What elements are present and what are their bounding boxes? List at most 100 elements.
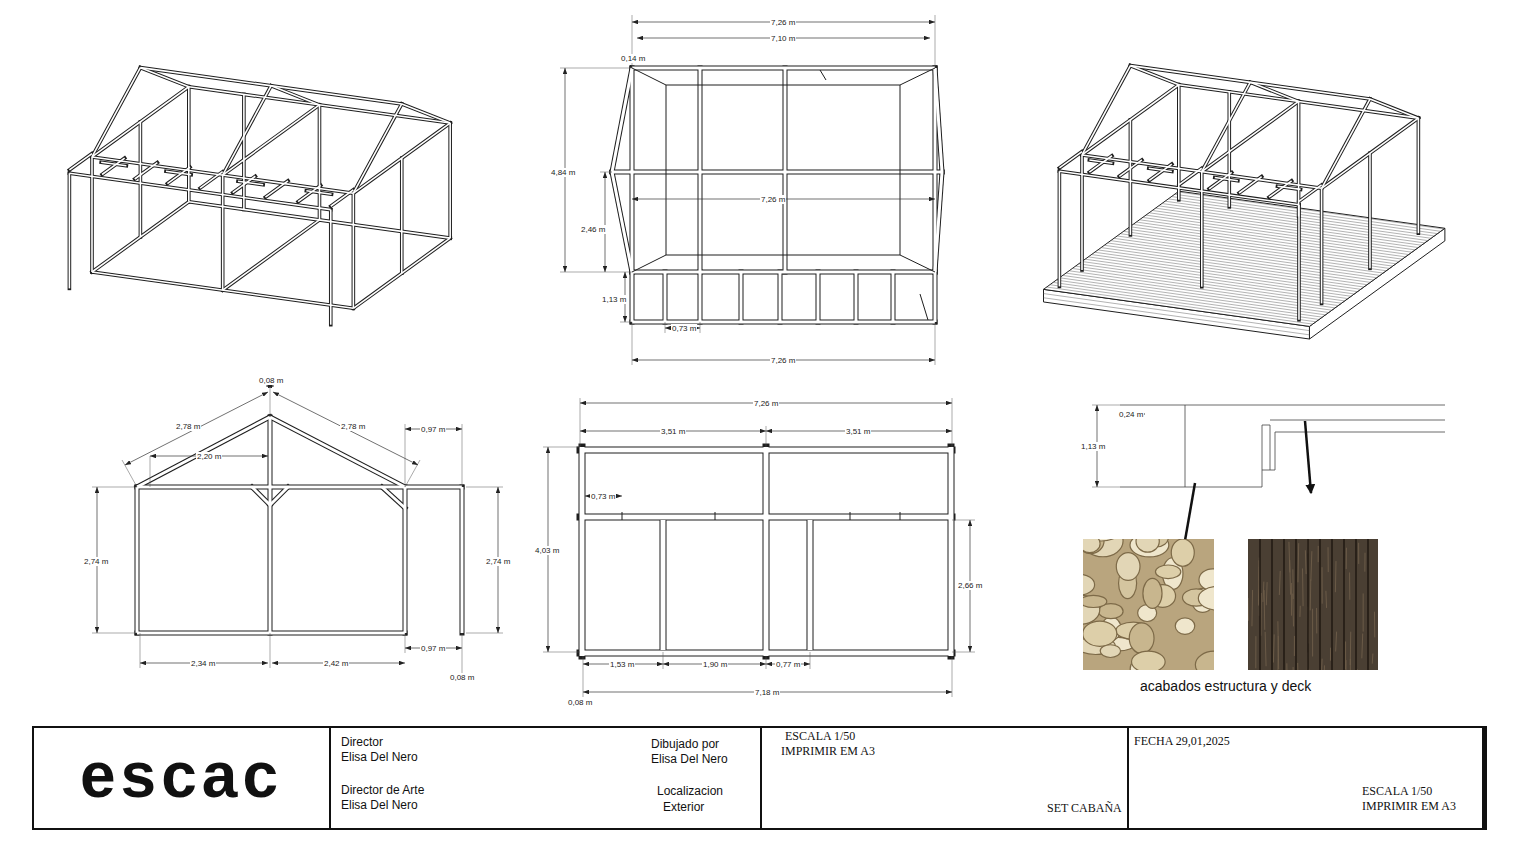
side-stud-line	[715, 512, 716, 520]
dimension-line	[266, 386, 274, 387]
beam-core	[319, 105, 321, 220]
beam-core	[1178, 85, 1180, 200]
deck-plank	[1149, 213, 1415, 250]
wood-grain	[1255, 636, 1256, 668]
beam-core	[631, 68, 634, 272]
wood-grain	[1346, 548, 1347, 569]
beam-edge	[352, 193, 356, 308]
scale-cell: ESCALA 1/50IMPRIMIR EM A3SET CABAÑA	[760, 726, 1129, 830]
beam-core	[188, 87, 190, 202]
extension-line	[952, 398, 953, 447]
beam-core	[1215, 177, 1238, 180]
beam-core	[1228, 92, 1230, 207]
extension-line	[952, 520, 975, 521]
beam-edge	[448, 123, 452, 238]
wood-grain	[1277, 621, 1279, 669]
deck-plank	[1120, 234, 1386, 271]
plan-detail-line	[920, 294, 928, 320]
beam-edge	[238, 181, 263, 185]
wood-grain	[1311, 551, 1312, 580]
wood-grain	[1361, 634, 1363, 659]
extension-line	[270, 388, 271, 417]
beam-core	[661, 520, 666, 650]
beam-edge	[612, 68, 632, 172]
dimension-label: 0,08 m	[567, 698, 593, 707]
wood-grain	[1273, 634, 1275, 662]
wood-grain	[1316, 608, 1317, 633]
beam-core	[580, 447, 585, 656]
deck-plank	[1053, 282, 1319, 319]
dimension-label: 7,26 m	[760, 195, 786, 204]
wood-grain	[1335, 632, 1337, 652]
beam-core	[269, 417, 272, 633]
beam-core	[298, 185, 321, 201]
deck-plank	[1056, 280, 1322, 317]
extension-line	[766, 426, 767, 447]
beam-edge	[270, 417, 405, 487]
beam-core	[69, 173, 330, 209]
extension-line	[663, 652, 664, 669]
beam-edge	[1215, 177, 1238, 180]
wood-grain	[1297, 543, 1299, 582]
beam-edge	[1149, 168, 1172, 171]
beam-edge	[318, 105, 322, 220]
side-stud-line	[622, 512, 623, 520]
extension-line	[700, 322, 701, 333]
wood-grain	[1364, 553, 1365, 572]
wood-joint	[1343, 539, 1345, 670]
beam-edge	[166, 171, 191, 175]
beam-core	[101, 162, 126, 166]
deck-plank	[1140, 220, 1406, 257]
wood-grain	[1318, 546, 1319, 562]
beam-core	[69, 173, 71, 288]
deck-plank	[1082, 262, 1348, 299]
beam-core	[449, 123, 451, 238]
detail-outline-line	[1120, 405, 1185, 406]
beam-core	[330, 210, 332, 325]
wood-grain	[1335, 561, 1337, 592]
beam-core	[1298, 205, 1300, 320]
stone	[1129, 623, 1154, 654]
beam-core	[1202, 82, 1250, 171]
beam-core	[353, 104, 401, 193]
wood-grain	[1322, 567, 1323, 603]
detail-outline-line	[1275, 432, 1445, 433]
beam-core	[1130, 120, 1132, 235]
scale-note: ESCALA 1/50	[785, 730, 855, 744]
deck-plank	[1047, 287, 1313, 324]
wood-joint	[1355, 539, 1357, 670]
beam-core	[223, 220, 320, 290]
beam-edge	[221, 175, 225, 290]
beam-core	[270, 487, 288, 505]
extension-line	[405, 424, 406, 487]
deck-plank	[1063, 275, 1329, 312]
deck-plank	[1092, 255, 1358, 292]
extension-line	[150, 456, 151, 487]
detail-outline-line	[1262, 425, 1270, 426]
beam-edge	[660, 520, 667, 650]
beam-core	[1298, 101, 1300, 216]
dimension-label: 1,53 m	[609, 660, 635, 669]
wood-joint	[1295, 539, 1297, 670]
extension-line	[543, 652, 580, 653]
beam-edge	[1059, 152, 1082, 168]
deck-plank	[1098, 250, 1364, 287]
wood-grain	[1330, 648, 1331, 661]
field-value: Elisa Del Nero	[341, 799, 418, 813]
beam-core	[784, 68, 787, 272]
beam-core	[137, 417, 270, 487]
dimension-label: 7,26 m	[753, 399, 779, 408]
beam-core	[136, 487, 139, 633]
deck-plank	[1146, 215, 1412, 252]
wood-joint	[1283, 539, 1285, 670]
dimension-label: 7,26 m	[770, 18, 796, 27]
dimension-label: 4,84 m	[550, 168, 576, 177]
credits-cell: DirectorElisa Del NeroDibujado porElisa …	[329, 726, 762, 830]
extension-line	[952, 652, 975, 653]
detail-outline-line	[1262, 470, 1275, 471]
wood-grain	[1321, 659, 1323, 670]
beam-core	[140, 122, 142, 237]
extension-line	[270, 633, 271, 668]
extension-line	[580, 398, 581, 447]
deck-plank	[1156, 208, 1422, 245]
